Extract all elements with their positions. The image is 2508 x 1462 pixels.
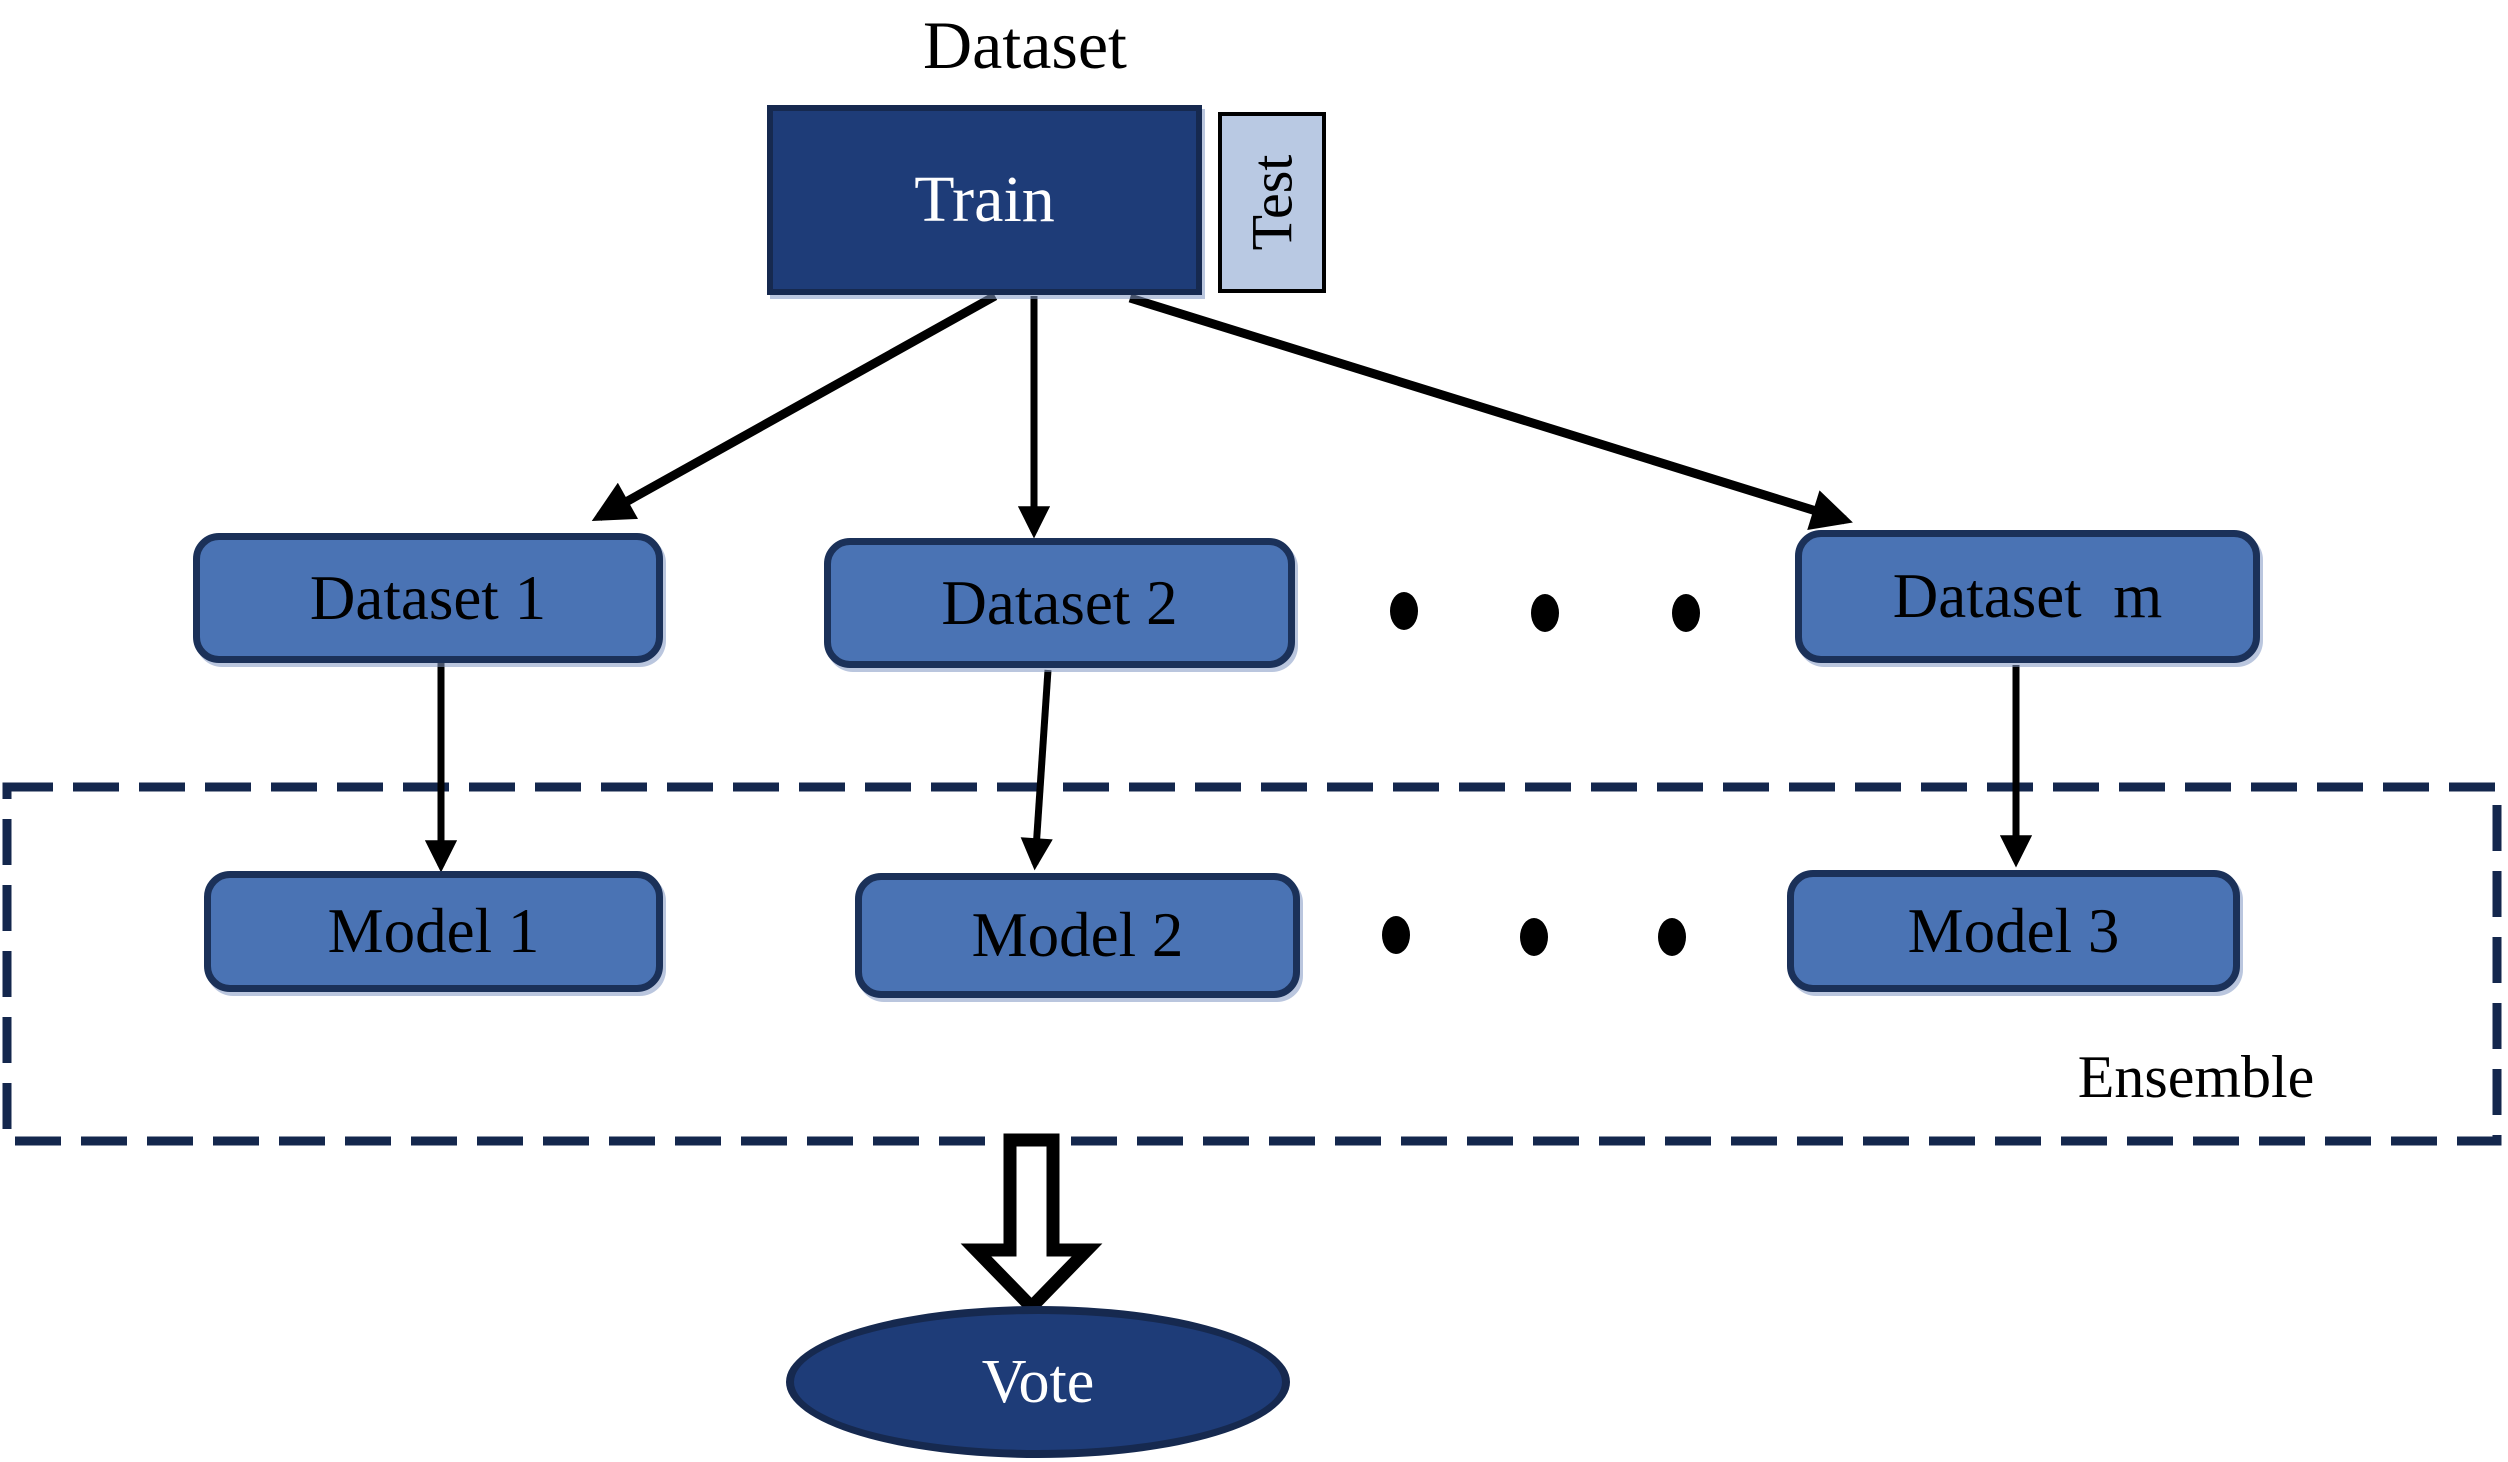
vote-ellipse: Vote (786, 1306, 1290, 1458)
arrow-train-to-dataset-m (1128, 293, 1853, 530)
dataset1-box: Dataset 1 (193, 533, 663, 663)
model-row-ellipsis-dot (1520, 918, 1548, 956)
model-row-ellipsis-dot (1382, 916, 1410, 954)
dataset-row-ellipsis-dot (1390, 592, 1418, 630)
model1-box: Model 1 (204, 871, 663, 992)
dataset-row-ellipsis-dot (1531, 594, 1559, 632)
ensemble-caption: Ensemble (2077, 1043, 2315, 1110)
model2-box: Model 2 (855, 873, 1300, 998)
ensemble-dashed-frame (2, 782, 2502, 1146)
model3-box: Model 3 (1787, 870, 2240, 992)
block-arrow-ensemble-to-vote (960, 1133, 1103, 1317)
dataset-m-box: Dataset m (1795, 530, 2260, 663)
test-box-label: Test (1239, 154, 1305, 251)
test-box: Test (1218, 112, 1326, 293)
model-row-ellipsis-dot (1658, 918, 1686, 956)
dataset2-box: Dataset 2 (824, 538, 1295, 668)
train-box: Train (767, 105, 1202, 295)
dataset-title: Dataset (923, 6, 1127, 83)
arrow-train-to-dataset1 (591, 292, 998, 522)
arrow-dataset2-to-model2 (1020, 669, 1053, 871)
dataset-row-ellipsis-dot (1672, 594, 1700, 632)
